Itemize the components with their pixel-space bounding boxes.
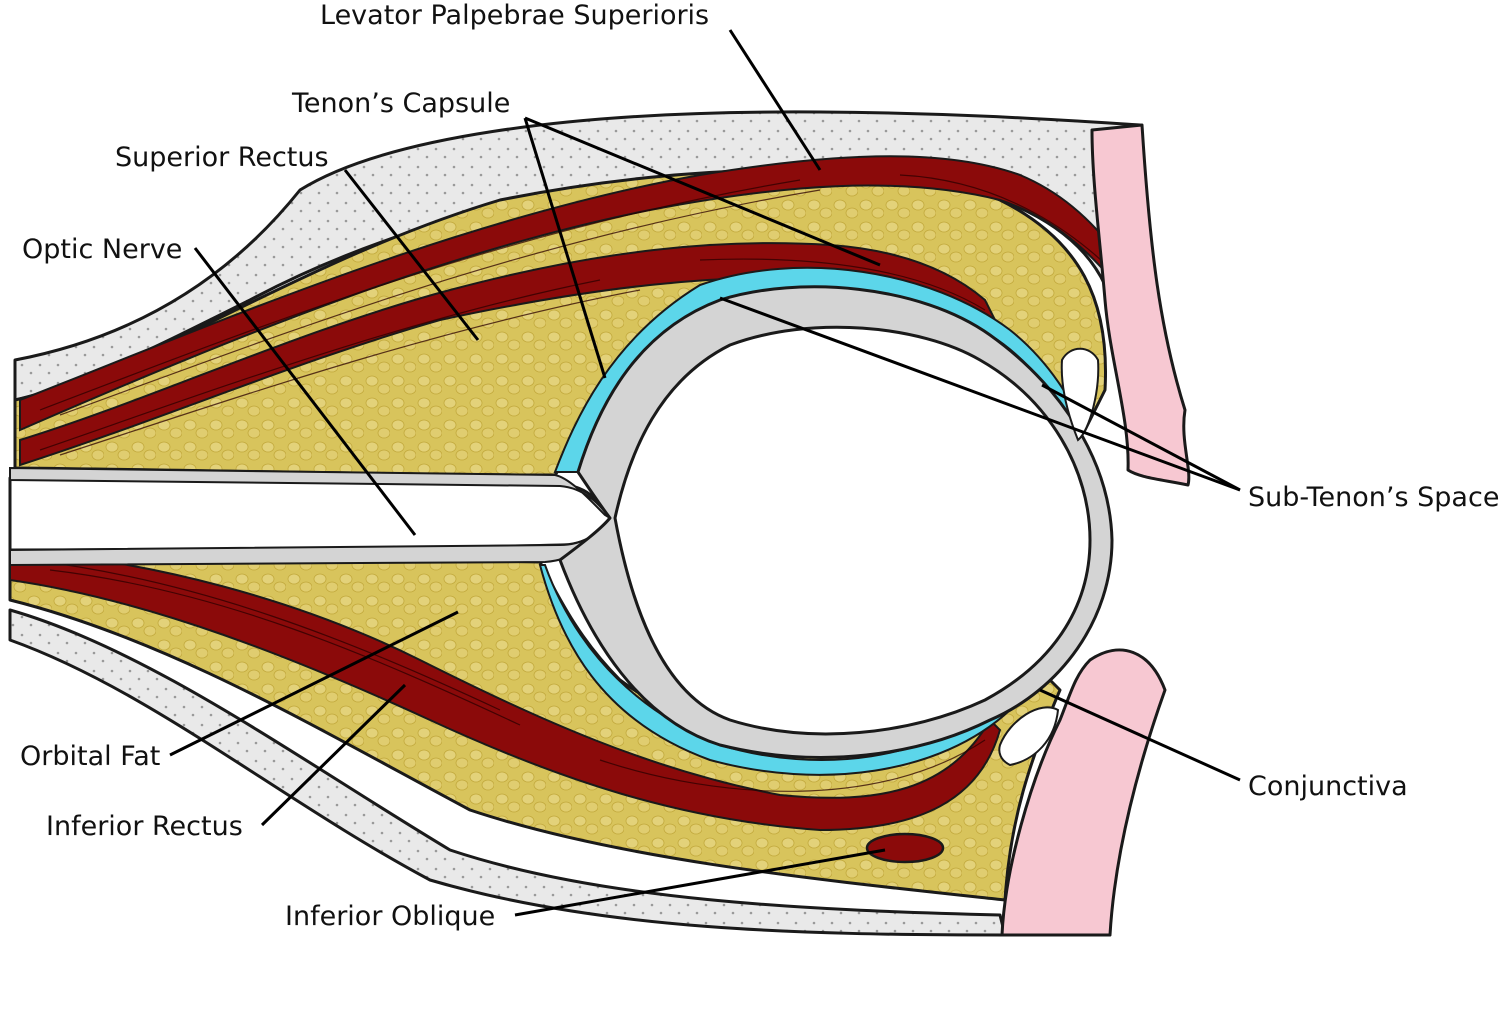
- superior-rectus-fibers: [39, 258, 986, 456]
- inferior-oblique-muscle: [865, 832, 945, 864]
- label-superior-rectus: Superior Rectus: [115, 142, 329, 173]
- eyeball-interior: [613, 325, 1092, 736]
- lower-conjunctival-fornix: [998, 706, 1060, 767]
- levator-leader: [728, 29, 822, 171]
- upper-eyelid: [1090, 123, 1191, 487]
- sub-tenon-leader-2: [1041, 383, 1241, 492]
- upper-conjunctival-fornix: [1060, 347, 1100, 442]
- inferior-oblique-leader: [514, 848, 886, 917]
- label-orbital-fat: Orbital Fat: [20, 741, 160, 772]
- label-sub-tenon: Sub-Tenon’s Space: [1248, 482, 1499, 513]
- optic-nerve-leader: [193, 247, 417, 536]
- tenon-leader-2: [523, 117, 607, 379]
- sub-tenon-leader-1: [719, 296, 1241, 492]
- label-optic-nerve: Optic Nerve: [22, 234, 182, 265]
- tenon-leader-1: [524, 116, 881, 267]
- lower-eyelid: [1000, 648, 1167, 937]
- label-inferior-rectus: Inferior Rectus: [46, 811, 243, 842]
- orbital-fat-leader: [169, 610, 459, 757]
- label-conjunctiva: Conjunctiva: [1248, 771, 1408, 802]
- label-tenon: Tenon’s Capsule: [291, 88, 510, 119]
- label-levator: Levator Palpebrae Superioris: [320, 0, 709, 31]
- superior-rectus-leader: [343, 169, 480, 341]
- inferior-rectus-leader: [260, 683, 407, 827]
- conjunctiva-leader: [1039, 688, 1241, 782]
- inferior-rectus-fibers: [29, 559, 986, 792]
- optic-nerve: [8, 476, 612, 552]
- label-inferior-oblique: Inferior Oblique: [285, 901, 495, 932]
